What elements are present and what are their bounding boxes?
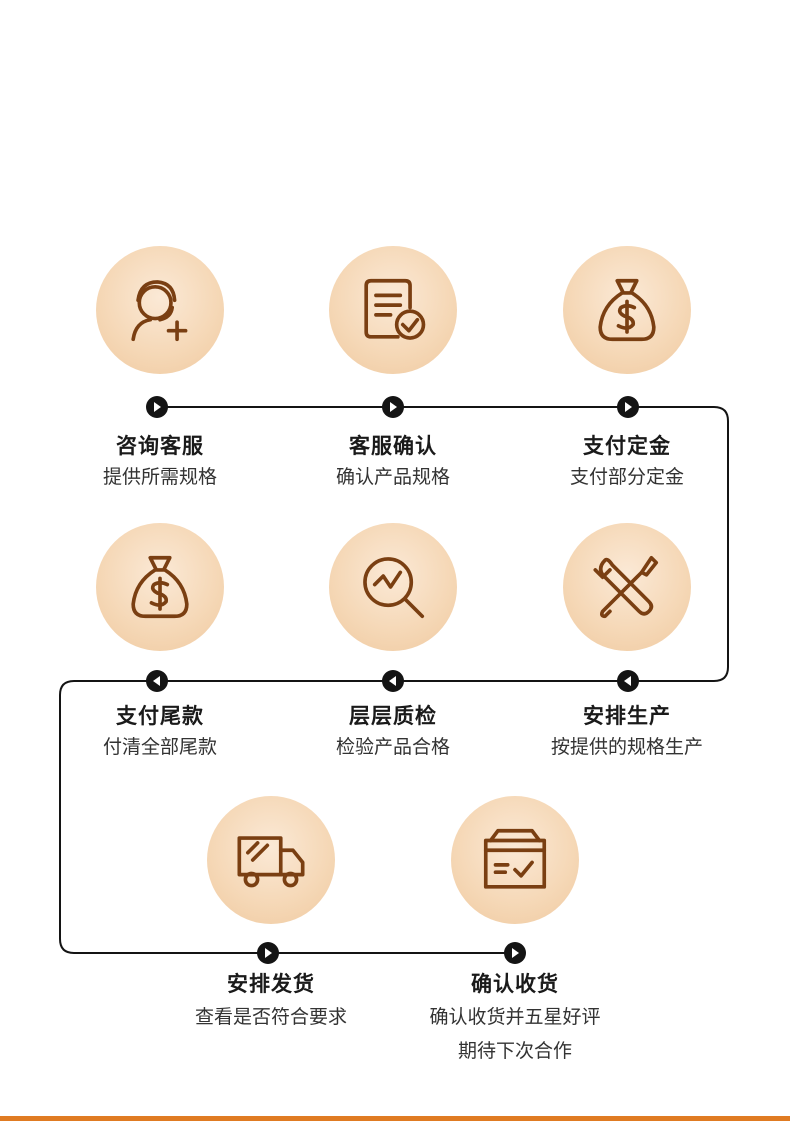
money-bag-icon	[598, 278, 656, 342]
step-description: 支付部分定金	[569, 466, 684, 488]
step-icon-circle	[96, 523, 224, 651]
step-quality-inspection: 层层质检 检验产品合格	[298, 523, 488, 758]
step-description: 付清全部尾款	[102, 736, 217, 758]
flow-arrow-right-icon	[382, 396, 404, 418]
step-title: 确认收货	[471, 972, 559, 996]
magnifier-chart-icon	[363, 557, 425, 619]
tools-icon	[593, 555, 659, 619]
step-pay-deposit: 支付定金 支付部分定金	[532, 246, 722, 488]
step-arrange-production: 安排生产 按提供的规格生产	[532, 523, 722, 758]
step-service-confirm: 客服确认 确认产品规格	[298, 246, 488, 488]
step-description: 确认产品规格	[335, 466, 450, 488]
step-description: 按提供的规格生产	[550, 736, 703, 758]
step-confirm-receipt: 确认收货 确认收货并五星好评 期待下次合作	[420, 796, 610, 1062]
flow-arrow-left-icon	[146, 670, 168, 692]
step-icon-circle	[451, 796, 579, 924]
step-consult-service: 咨询客服 提供所需规格	[65, 246, 255, 488]
step-title: 支付定金	[583, 434, 671, 458]
step-title: 安排生产	[583, 704, 671, 728]
bottom-accent-bar	[0, 1116, 790, 1121]
step-title: 咨询客服	[116, 434, 204, 458]
step-description: 检验产品合格	[335, 736, 450, 758]
flow-arrow-left-icon	[382, 670, 404, 692]
document-check-icon	[364, 278, 426, 340]
step-title: 层层质检	[349, 704, 437, 728]
flow-arrow-right-icon	[257, 942, 279, 964]
truck-icon	[237, 836, 305, 888]
flow-arrow-left-icon	[617, 670, 639, 692]
flow-arrow-right-icon	[146, 396, 168, 418]
step-icon-circle	[329, 246, 457, 374]
flow-arrow-right-icon	[504, 942, 526, 964]
box-check-icon	[483, 828, 547, 889]
money-bag-icon	[131, 555, 189, 619]
flow-arrow-right-icon	[617, 396, 639, 418]
step-description: 提供所需规格	[102, 466, 217, 488]
step-description-line2: 期待下次合作	[457, 1040, 572, 1062]
step-title: 支付尾款	[116, 704, 204, 728]
step-icon-circle	[329, 523, 457, 651]
step-pay-balance: 支付尾款 付清全部尾款	[65, 523, 255, 758]
step-icon-circle	[207, 796, 335, 924]
step-icon-circle	[96, 246, 224, 374]
step-title: 安排发货	[227, 972, 315, 996]
customer-service-icon	[131, 280, 188, 342]
step-icon-circle	[563, 246, 691, 374]
step-description: 确认收货并五星好评	[429, 1006, 601, 1028]
step-title: 客服确认	[349, 434, 437, 458]
step-description: 查看是否符合要求	[194, 1006, 347, 1028]
step-arrange-shipping: 安排发货 查看是否符合要求	[176, 796, 366, 1028]
step-icon-circle	[563, 523, 691, 651]
